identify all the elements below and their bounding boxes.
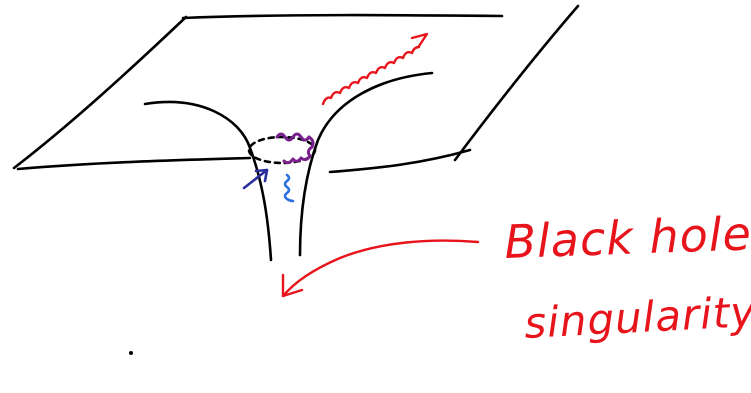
incoming-arrow [244, 170, 267, 188]
annotation-line-2: singularity [523, 287, 751, 348]
sheet-left-edge [14, 17, 186, 168]
sheet-front-right-edge [330, 150, 470, 172]
stray-dot [129, 351, 133, 355]
annotation-line-1: Black hole [503, 206, 751, 269]
singularity-pointer-arrow [283, 241, 478, 296]
sheet-front-left-edge [18, 158, 250, 169]
outgoing-radiation-wave [323, 34, 427, 104]
spacetime-sheet [14, 6, 578, 172]
infalling-squiggle [285, 175, 293, 201]
sheet-right-edge [455, 6, 578, 160]
sheet-back-edge [183, 15, 502, 18]
